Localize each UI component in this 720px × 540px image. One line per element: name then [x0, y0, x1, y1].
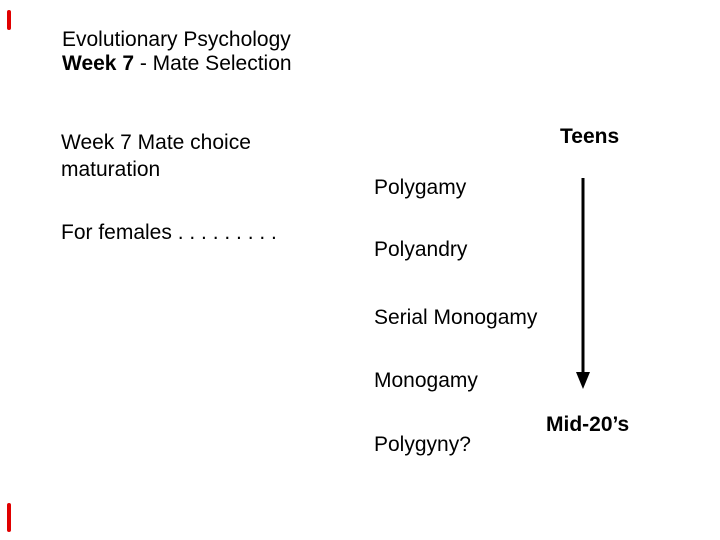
red-edge-mark-bottom: [7, 503, 11, 532]
title-week-bold: Week 7: [62, 52, 134, 75]
title-week-rest: - Mate Selection: [134, 52, 292, 75]
mating-system-polyandry: Polyandry: [374, 238, 468, 261]
mating-system-monogamy: Monogamy: [374, 369, 478, 392]
intro-block: Week 7 Mate choice maturation: [61, 129, 251, 183]
mating-system-polygyny: Polygyny?: [374, 433, 471, 456]
intro-line-1: Week 7 Mate choice: [61, 131, 251, 154]
mating-system-polygamy: Polygamy: [374, 176, 467, 199]
timeline-end-label: Mid-20’s: [546, 413, 630, 436]
intro-line-2: maturation: [61, 158, 161, 181]
timeline-start-label: Teens: [560, 125, 620, 148]
slide-title: Evolutionary Psychology Week 7 - Mate Se…: [62, 28, 292, 76]
title-line-1: Evolutionary Psychology: [62, 28, 291, 51]
mating-system-serial-monogamy: Serial Monogamy: [374, 306, 538, 329]
for-females-text: For females . . . . . . . . .: [61, 221, 277, 244]
red-edge-mark-top: [7, 10, 11, 30]
down-arrow-icon: [569, 176, 597, 392]
title-line-2: Week 7 - Mate Selection: [62, 52, 292, 76]
